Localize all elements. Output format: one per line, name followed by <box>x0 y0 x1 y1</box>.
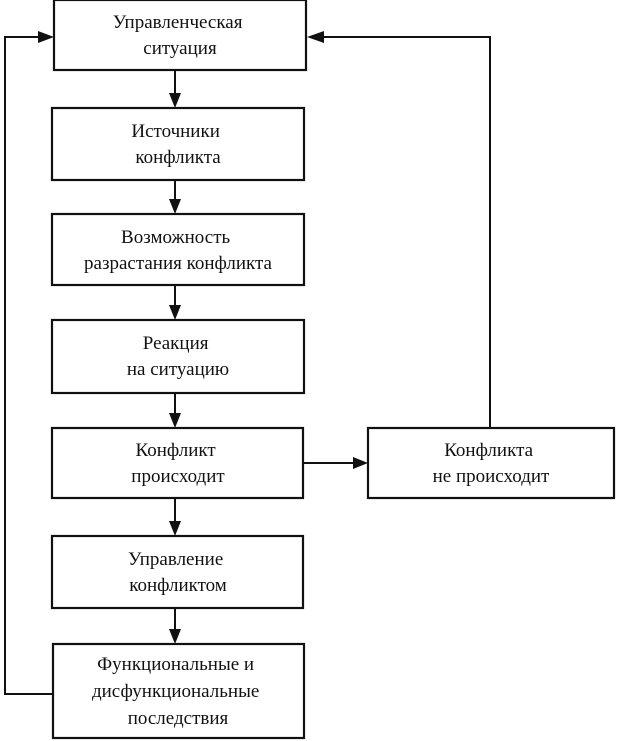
svg-text:Реакция на ситуацию: Реакция на ситуацию <box>127 333 229 380</box>
node-growth: Возможность разрастания конфликта <box>50 212 306 287</box>
arrowhead <box>307 31 324 43</box>
svg-text:Конфликт происходит: Конфликт происходит <box>131 440 225 487</box>
svg-text:Функциональные и дисфунк: Функциональные и дисфункциональные после… <box>92 654 264 729</box>
svg-text:Возможность разрастания: Возможность разрастания конфликта <box>84 227 273 274</box>
node-reaction-line-2: на ситуацию <box>127 359 229 380</box>
arrowhead <box>38 31 54 43</box>
node-situation-line-2: ситуация <box>143 38 217 59</box>
arrowhead <box>169 629 181 644</box>
arrowhead <box>169 199 181 214</box>
node-occurs: Конфликт происходит <box>50 426 305 500</box>
node-reaction-line-1: Реакция <box>143 333 209 354</box>
arrowhead <box>169 93 181 108</box>
svg-text:Управленческая ситуация: Управленческая ситуация <box>113 12 247 59</box>
node-management-line-2: конфликтом <box>129 575 227 596</box>
node-not-occurs-line-1: Конфликта <box>444 440 533 461</box>
node-situation-line-1: Управленческая <box>113 12 243 33</box>
node-sources: Источники конфликта <box>50 106 306 182</box>
node-not-occurs-line-2: не происходит <box>433 466 550 487</box>
svg-text:Конфликта не происходит: Конфликта не происходит <box>433 440 550 487</box>
edge-not-occurs-situation <box>318 36 491 428</box>
node-management: Управление конфликтом <box>50 534 305 610</box>
edges <box>4 31 491 695</box>
node-not-occurs: Конфликта не происходит <box>366 426 616 500</box>
node-growth-line-1: Возможность <box>121 227 230 248</box>
arrowhead <box>169 305 181 320</box>
node-growth-line-2: разрастания конфликта <box>84 253 273 274</box>
node-occurs-line-1: Конфликт <box>136 440 217 461</box>
node-consequences-line-2: дисфункциональные <box>92 681 259 702</box>
arrowhead <box>169 521 181 536</box>
node-consequences-line-3: последствия <box>128 708 229 729</box>
node-reaction: Реакция на ситуацию <box>50 318 306 395</box>
arrowhead <box>353 457 368 469</box>
node-management-line-1: Управление <box>128 549 223 570</box>
svg-text:Управление конфликтом: Управление конфликтом <box>128 549 228 596</box>
edge-consequences-situation <box>4 36 53 695</box>
node-sources-line-1: Источники <box>131 121 220 142</box>
svg-text:Источники конфликта: Источники конфликта <box>131 121 224 168</box>
node-occurs-line-2: происходит <box>131 466 225 487</box>
node-situation: Управленческая ситуация <box>52 0 308 72</box>
node-sources-line-2: конфликта <box>135 147 221 168</box>
arrowhead <box>169 413 181 428</box>
node-consequences-line-1: Функциональные и <box>97 654 254 675</box>
node-consequences: Функциональные и дисфункциональные после… <box>51 642 306 740</box>
